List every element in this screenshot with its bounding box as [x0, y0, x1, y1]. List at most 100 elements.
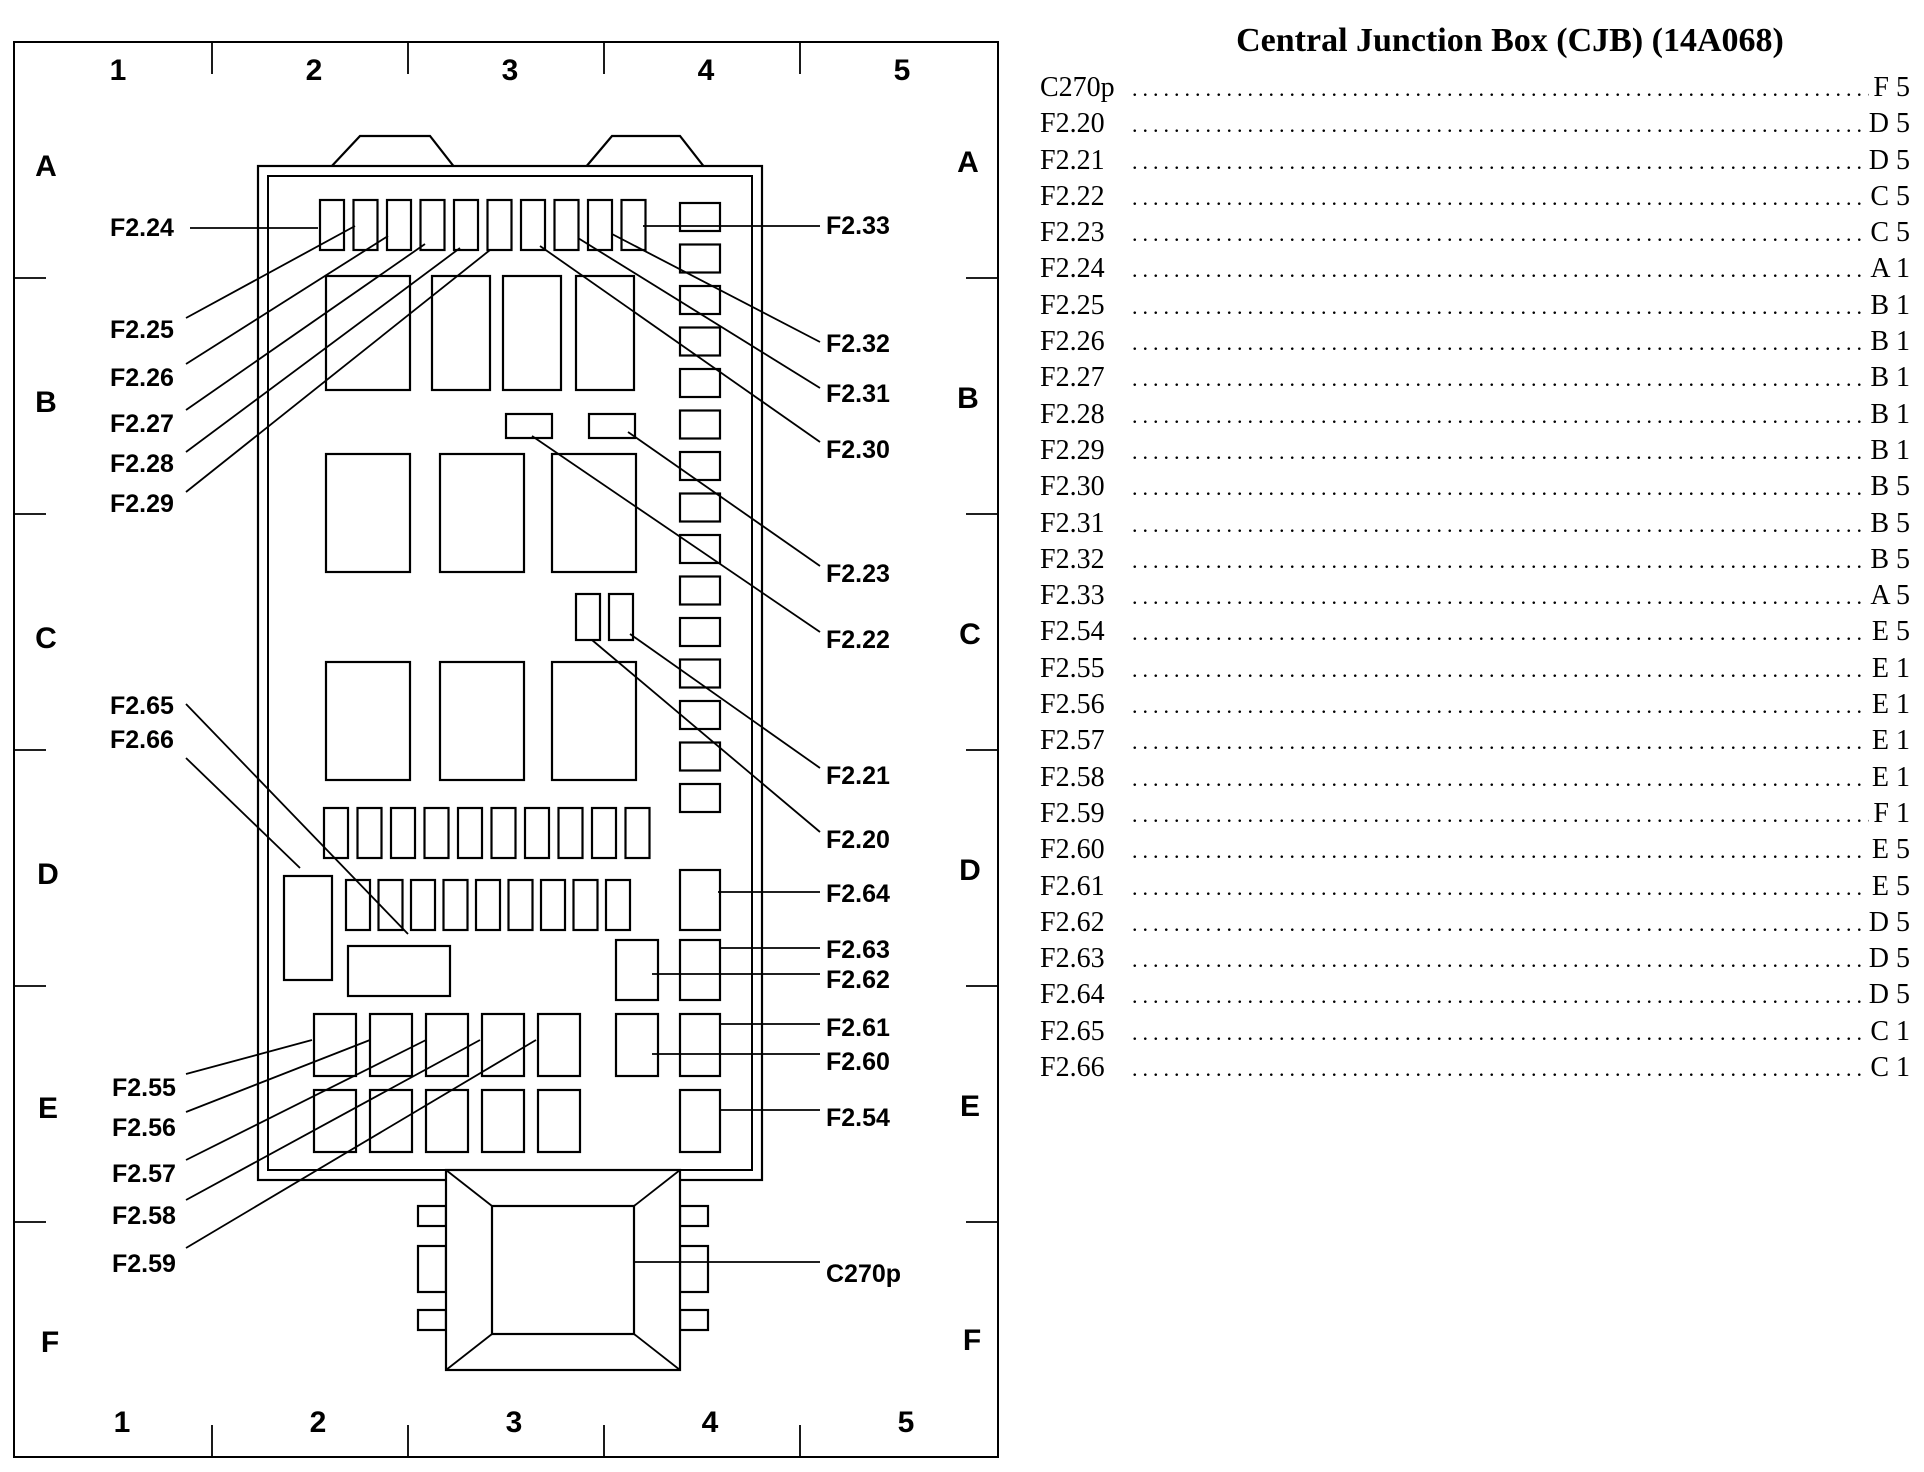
index-leader-dots: ........................................… [1132, 76, 1869, 101]
index-location: E 5 [1871, 870, 1910, 902]
fuse-f2-54 [678, 1088, 722, 1154]
column-label-2: 2 [306, 54, 323, 87]
index-row: F2.57...................................… [1040, 723, 1910, 759]
index-row: F2.58...................................… [1040, 760, 1910, 796]
mini-fuse [678, 616, 722, 648]
relay [574, 274, 636, 392]
mini-fuse [344, 878, 372, 932]
index-row: C270p...................................… [1040, 70, 1910, 106]
index-row: F2.22...................................… [1040, 179, 1910, 215]
callout-f2-65: F2.65 [110, 692, 174, 720]
mini-fuse [504, 412, 554, 440]
mini-fuse [678, 243, 722, 274]
column-label-5: 5 [894, 54, 911, 87]
column-label-1-bottom: 1 [114, 1406, 131, 1439]
index-component: F2.32 [1040, 543, 1105, 575]
maxi-fuse [536, 1012, 582, 1078]
mini-fuse [678, 533, 722, 565]
relay [324, 274, 412, 392]
index-component: F2.33 [1040, 580, 1105, 612]
index-location: B 1 [1870, 326, 1910, 358]
index-row: F2.55...................................… [1040, 651, 1910, 687]
index-component: C270p [1040, 72, 1115, 103]
index-leader-dots: ........................................… [1132, 330, 1867, 356]
relay [430, 274, 492, 392]
callout-f2-56: F2.56 [112, 1114, 176, 1142]
index-component: F2.30 [1040, 471, 1105, 503]
index-location: B 1 [1870, 398, 1910, 430]
mini-fuse [678, 367, 722, 399]
index-row: F2.62...................................… [1040, 905, 1910, 941]
index-leader-dots: ........................................… [1132, 148, 1865, 174]
index-location: E 1 [1871, 725, 1910, 757]
callout-f2-21: F2.21 [826, 762, 890, 790]
mini-fuse [456, 806, 484, 860]
mini-fuse [474, 878, 502, 932]
index-leader-dots: ........................................… [1132, 184, 1867, 210]
callout-f2-30: F2.30 [826, 436, 890, 464]
cjb-fuse-diagram: 1 2 3 4 5 1 2 3 4 5 A B C D E F A B C D … [13, 41, 999, 1458]
mini-fuse [678, 450, 722, 482]
callout-f2-26: F2.26 [110, 364, 174, 392]
row-label-a-right: A [957, 146, 979, 179]
component-location-index: Central Junction Box (CJB) (14A068) C270… [1040, 22, 1910, 1086]
index-location: D 5 [1868, 943, 1910, 975]
callout-f2-27: F2.27 [110, 410, 174, 438]
index-component: F2.64 [1040, 979, 1105, 1011]
row-label-b: B [35, 386, 57, 419]
index-location: C 1 [1870, 1015, 1910, 1047]
mini-fuse [486, 198, 513, 252]
index-row: F2.32...................................… [1040, 542, 1910, 578]
callout-f2-64: F2.64 [826, 880, 890, 908]
index-component: F2.63 [1040, 943, 1105, 975]
relay [324, 452, 412, 574]
callout-f2-29: F2.29 [110, 490, 174, 518]
mini-fuse [385, 198, 413, 252]
mini-fuse [322, 806, 350, 860]
index-row: F2.33...................................… [1040, 578, 1910, 614]
mini-fuse [507, 878, 534, 932]
maxi-fuse [480, 1012, 526, 1078]
index-leader-dots: ........................................… [1132, 656, 1868, 682]
index-location: C 5 [1870, 217, 1910, 249]
index-component: F2.28 [1040, 398, 1105, 430]
index-location: A 5 [1870, 580, 1910, 612]
mini-fuse [604, 878, 632, 932]
index-row: F2.29...................................… [1040, 433, 1910, 469]
mini-fuse [586, 198, 614, 252]
index-location: C 5 [1870, 180, 1910, 212]
mini-fuse [678, 326, 722, 357]
index-leader-dots: ........................................… [1132, 438, 1867, 464]
maxi-fuse [424, 1088, 470, 1154]
index-leader-dots: ........................................… [1132, 910, 1865, 936]
mini-fuse [389, 806, 417, 860]
index-row: F2.30...................................… [1040, 469, 1910, 505]
index-row: F2.64...................................… [1040, 977, 1910, 1013]
index-leader-dots: ........................................… [1132, 112, 1865, 138]
mini-fuse [423, 806, 450, 860]
column-label-3: 3 [502, 54, 519, 87]
row-label-f: F [41, 1326, 59, 1359]
index-component: F2.62 [1040, 906, 1105, 938]
row-label-d: D [37, 858, 59, 891]
callout-f2-24: F2.24 [110, 214, 174, 242]
grid-ticks [14, 42, 998, 1457]
mini-fuse [678, 284, 722, 316]
row-label-a: A [35, 150, 57, 183]
column-label-4-bottom: 4 [702, 1406, 719, 1439]
mini-fuse [678, 699, 722, 731]
index-leader-dots: ........................................… [1132, 947, 1865, 973]
mini-fuse [678, 741, 722, 772]
mini-fuse [678, 492, 722, 523]
index-leader-dots: ........................................… [1132, 620, 1868, 646]
index-location: E 5 [1871, 834, 1910, 866]
mini-fuse [442, 878, 469, 932]
index-component: F2.54 [1040, 616, 1105, 648]
column-label-3-bottom: 3 [506, 1406, 523, 1439]
index-location: B 1 [1870, 362, 1910, 394]
mini-fuse [678, 782, 722, 814]
fuse-f2-65 [282, 874, 334, 982]
row-label-f-right: F [963, 1324, 981, 1357]
index-location: B 5 [1870, 507, 1910, 539]
callout-f2-32: F2.32 [826, 330, 890, 358]
